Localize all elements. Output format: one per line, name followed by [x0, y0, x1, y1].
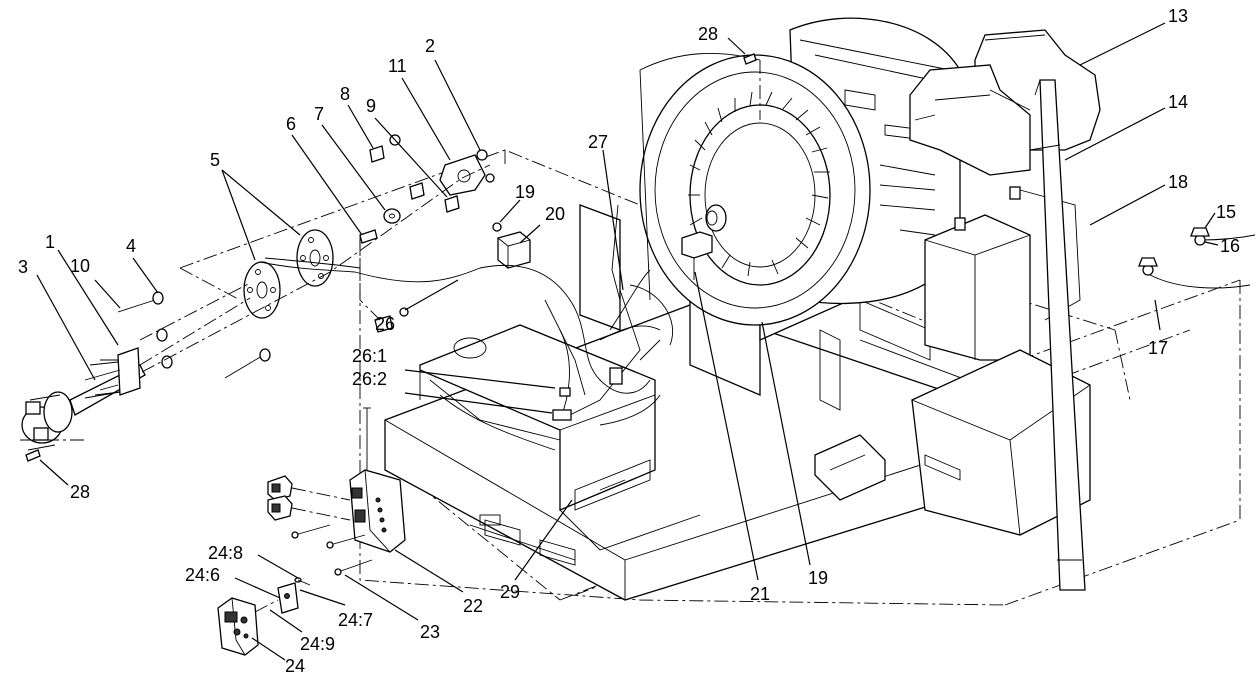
callout-17: 17: [1148, 338, 1168, 358]
control-cover-assembly: [909, 29, 1101, 176]
callout-19-upper: 19: [515, 182, 535, 202]
callout-29: 29: [500, 582, 520, 602]
callout-20: 20: [545, 204, 565, 224]
callout-22: 22: [463, 596, 483, 616]
callout-1: 1: [45, 232, 55, 252]
callout-7: 7: [314, 104, 324, 124]
harness-connectors: [267, 475, 351, 521]
callout-15: 15: [1216, 202, 1236, 222]
shaft-key-lower: [25, 449, 41, 462]
callout-18: 18: [1168, 172, 1188, 192]
callout-26: 26: [375, 314, 395, 334]
battery-cables: [1138, 227, 1256, 289]
callout-11: 11: [388, 56, 407, 76]
callout-10: 10: [70, 256, 90, 276]
callout-28-bottom: 28: [70, 482, 90, 502]
mounting-screws: [291, 524, 373, 576]
callout-24-8: 24:8: [208, 543, 243, 563]
shaft-key-upper: [743, 53, 761, 120]
callout-8: 8: [340, 84, 350, 104]
callout-19-lower: 19: [808, 568, 828, 588]
callout-24: 24: [285, 656, 305, 676]
leader-lines: [36, 22, 1219, 661]
callout-6: 6: [286, 114, 296, 134]
relay-and-harness: [259, 204, 674, 426]
control-mount-bracket: [419, 324, 701, 551]
callout-23: 23: [420, 622, 440, 642]
drive-coupler-assembly: [20, 134, 495, 451]
callout-24-6: 24:6: [185, 565, 220, 585]
callout-4: 4: [126, 236, 136, 256]
callout-24-9: 24:9: [300, 634, 335, 654]
callout-28-top: 28: [698, 24, 718, 44]
blower-housing: [639, 17, 961, 326]
callout-13: 13: [1168, 6, 1188, 26]
callout-26-2: 26:2: [352, 369, 387, 389]
callout-24-7: 24:7: [338, 610, 373, 630]
callout-2: 2: [425, 36, 435, 56]
callout-14: 14: [1168, 92, 1188, 112]
remote-transmitter: [217, 577, 311, 656]
callout-27: 27: [588, 132, 608, 152]
switch-module: [681, 231, 713, 280]
callout-labels: 13 14 18 15 16 17 28 27 2 11 9 8 7 6 5 1…: [18, 6, 1240, 676]
callout-26-1: 26:1: [352, 346, 387, 366]
callout-16: 16: [1220, 236, 1240, 256]
callout-21: 21: [750, 584, 770, 604]
controller-module: [349, 407, 406, 553]
callout-3: 3: [18, 257, 28, 277]
callout-5: 5: [210, 150, 220, 170]
battery-hold-down-strap: [1029, 79, 1086, 591]
callout-9: 9: [366, 96, 376, 116]
